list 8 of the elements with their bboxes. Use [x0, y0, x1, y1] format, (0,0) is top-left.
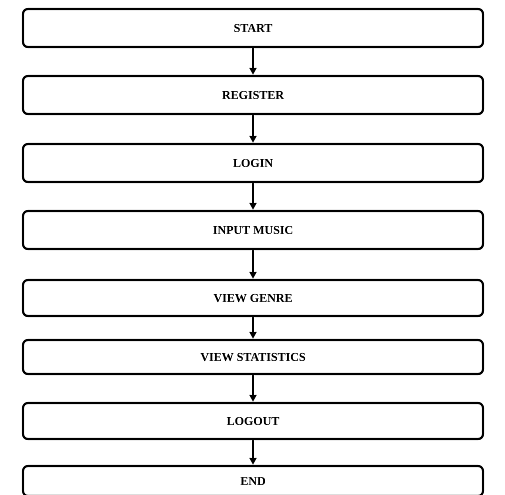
- process-box: LOGIN: [22, 142, 484, 184]
- process-box: END: [22, 464, 484, 495]
- process-box: START: [22, 8, 484, 48]
- process-box: REGISTER: [22, 74, 484, 116]
- process-box: LOGOUT: [22, 402, 484, 440]
- process-box: VIEW STATISTICS: [22, 338, 484, 376]
- process-box: VIEW GENRE: [22, 278, 484, 318]
- process-box: INPUT MUSIC: [22, 210, 484, 250]
